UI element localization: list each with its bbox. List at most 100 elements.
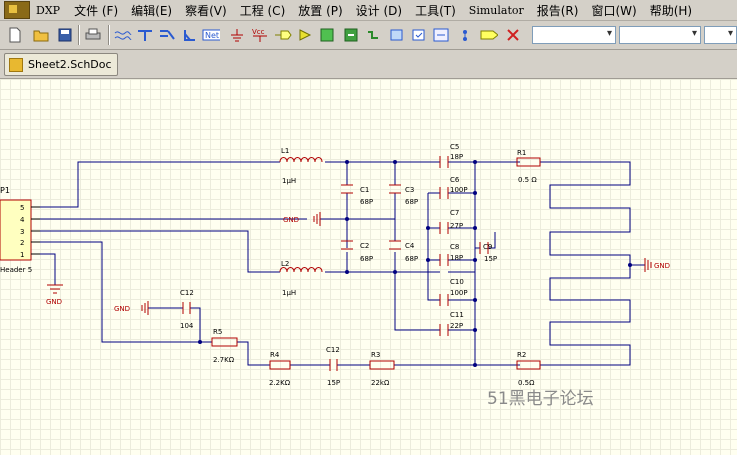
capacitor-c8[interactable] bbox=[439, 254, 449, 266]
wire-icon[interactable] bbox=[114, 26, 132, 44]
print-icon[interactable] bbox=[84, 26, 102, 44]
c11-ref: C11 bbox=[450, 311, 464, 319]
gnd-symbol-mid[interactable] bbox=[313, 212, 321, 226]
menu-place[interactable]: 放置 (P) bbox=[298, 3, 343, 18]
menu-help[interactable]: 帮助(H) bbox=[649, 3, 693, 18]
r5-val: 2.7KΩ bbox=[213, 356, 235, 364]
c3-ref: C3 bbox=[405, 186, 414, 194]
menu-view[interactable]: 察看(V) bbox=[185, 3, 227, 18]
capacitor-c6[interactable] bbox=[439, 187, 449, 199]
capacitor-c9[interactable] bbox=[479, 242, 489, 254]
c10-ref: C10 bbox=[450, 278, 464, 286]
c2-val: 68P bbox=[360, 255, 373, 263]
c12a-ref: C12 bbox=[180, 289, 194, 297]
c1-ref: C1 bbox=[360, 186, 369, 194]
gnd-symbol-left[interactable] bbox=[47, 284, 63, 294]
cancel-icon[interactable] bbox=[504, 26, 522, 44]
pin-1: 1 bbox=[20, 251, 24, 259]
c5-ref: C5 bbox=[450, 143, 459, 151]
toolbar-separator bbox=[78, 25, 80, 45]
port-icon[interactable] bbox=[274, 26, 292, 44]
c8-ref: C8 bbox=[450, 243, 459, 251]
bus-icon[interactable] bbox=[136, 26, 154, 44]
inductor-l2[interactable] bbox=[279, 267, 323, 273]
c3-val: 68P bbox=[405, 198, 418, 206]
c9-ref: C9 bbox=[483, 243, 492, 251]
sheet-entry-2-icon[interactable] bbox=[364, 26, 382, 44]
harness-icon[interactable] bbox=[432, 26, 450, 44]
pin-2: 2 bbox=[20, 239, 24, 247]
capacitor-c4[interactable] bbox=[389, 240, 401, 250]
menu-reports[interactable]: 报告(R) bbox=[536, 3, 579, 18]
menu-edit[interactable]: 编辑(E) bbox=[131, 3, 173, 18]
menu-dxp[interactable]: DXP bbox=[36, 3, 61, 17]
c2-ref: C2 bbox=[360, 242, 369, 250]
menu-project[interactable]: 工程 (C) bbox=[239, 3, 286, 18]
resistor-r1[interactable] bbox=[516, 157, 541, 167]
directive-icon[interactable] bbox=[388, 26, 406, 44]
l1-ref: L1 bbox=[281, 147, 289, 155]
vcc-icon[interactable]: Vcc bbox=[250, 26, 268, 44]
sheet-entry-icon[interactable] bbox=[342, 26, 360, 44]
menu-window[interactable]: 窗口(W) bbox=[591, 3, 637, 18]
c12b-val: 15P bbox=[327, 379, 340, 387]
toolbar-combo-3[interactable] bbox=[704, 26, 737, 44]
l2-ref: L2 bbox=[281, 260, 289, 268]
menu-simulator[interactable]: Simulator bbox=[468, 3, 524, 17]
capacitor-c11[interactable] bbox=[439, 324, 449, 336]
net-icon[interactable]: Net bbox=[202, 26, 220, 44]
capacitor-c12-lower[interactable] bbox=[329, 359, 338, 371]
header-p1[interactable] bbox=[0, 199, 40, 261]
bus-joiner-icon[interactable] bbox=[456, 26, 474, 44]
signal-harness-icon[interactable] bbox=[480, 26, 498, 44]
c11-val: 22P bbox=[450, 322, 463, 330]
net-label-icon[interactable] bbox=[180, 26, 198, 44]
save-icon[interactable] bbox=[56, 26, 74, 44]
wires bbox=[35, 161, 645, 366]
resistor-r3[interactable] bbox=[369, 360, 395, 370]
dxp-logo-icon[interactable] bbox=[4, 1, 30, 19]
new-icon[interactable] bbox=[6, 26, 24, 44]
gnd-symbol-right[interactable] bbox=[644, 258, 652, 272]
inductor-l1[interactable] bbox=[279, 157, 323, 163]
bus-entry-icon[interactable] bbox=[158, 26, 176, 44]
toolbar-combo-1[interactable] bbox=[532, 26, 616, 44]
c5-val: 18P bbox=[450, 153, 463, 161]
r3-ref: R3 bbox=[371, 351, 380, 359]
part-icon[interactable] bbox=[296, 26, 314, 44]
sheet-symbol-icon[interactable] bbox=[318, 26, 336, 44]
toolbar-combo-2[interactable] bbox=[619, 26, 701, 44]
menu-bar: DXP 文件 (F) 编辑(E) 察看(V) 工程 (C) 放置 (P) 设计 … bbox=[0, 0, 737, 21]
menu-file[interactable]: 文件 (F) bbox=[74, 3, 119, 18]
c6-val: 100P bbox=[450, 186, 468, 194]
capacitor-c3[interactable] bbox=[389, 184, 401, 194]
open-icon[interactable] bbox=[32, 26, 50, 44]
schematic-doc-icon bbox=[9, 57, 23, 72]
capacitor-c10[interactable] bbox=[439, 294, 449, 306]
menu-tools[interactable]: 工具(T) bbox=[415, 3, 456, 18]
resistor-r5[interactable] bbox=[211, 337, 238, 347]
gnd-symbol-c12[interactable] bbox=[141, 301, 149, 315]
c9-val: 15P bbox=[484, 255, 497, 263]
c4-ref: C4 bbox=[405, 242, 415, 250]
capacitor-c1[interactable] bbox=[341, 184, 353, 194]
capacitor-c5[interactable] bbox=[439, 156, 449, 168]
resistor-r4[interactable] bbox=[269, 360, 291, 370]
schematic-canvas[interactable]: P1 Header 5 5 4 3 2 1 GND C12 104 GND R5… bbox=[0, 79, 737, 455]
tab-sheet2[interactable]: Sheet2.SchDoc bbox=[4, 53, 118, 76]
menu-design[interactable]: 设计 (D) bbox=[355, 3, 403, 18]
l1-val: 1μH bbox=[282, 177, 296, 185]
gnd-icon[interactable] bbox=[228, 26, 246, 44]
c8-val: 18P bbox=[450, 254, 463, 262]
r2-ref: R2 bbox=[517, 351, 526, 359]
capacitor-c7[interactable] bbox=[439, 222, 449, 234]
no-erc-icon[interactable] bbox=[410, 26, 428, 44]
c12b-ref: C12 bbox=[326, 346, 340, 354]
p1-ref: P1 bbox=[0, 186, 10, 195]
resistor-r2[interactable] bbox=[516, 360, 541, 370]
capacitor-c2[interactable] bbox=[341, 240, 353, 250]
gnd-label-mid: GND bbox=[283, 216, 299, 224]
capacitor-c12-upper[interactable] bbox=[182, 302, 191, 314]
svg-text:Net: Net bbox=[205, 31, 219, 40]
toolbar-separator bbox=[108, 25, 110, 45]
